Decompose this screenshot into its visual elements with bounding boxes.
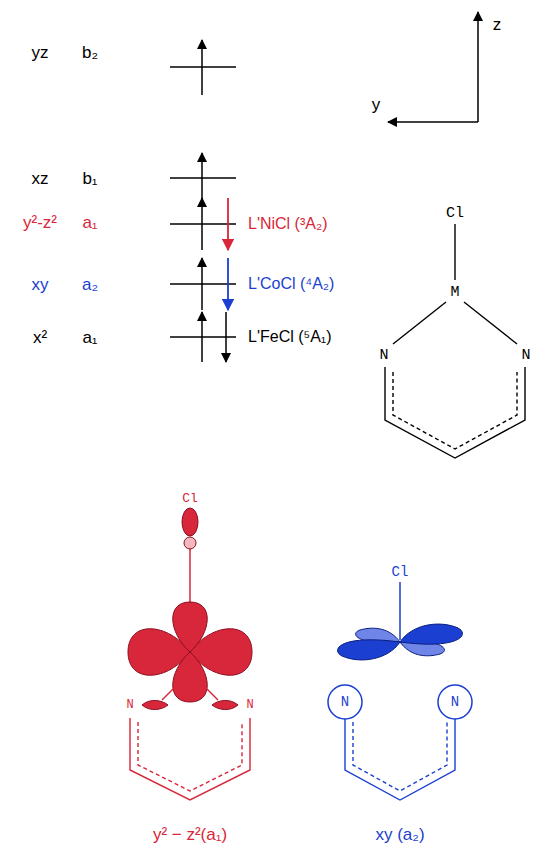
orbital-name: xy [32, 276, 49, 293]
axis-label: y [372, 96, 381, 113]
atom-label: N [521, 348, 530, 363]
atom-label: N [126, 699, 133, 711]
atom-label: Cl [392, 565, 409, 579]
orbital-name: y²-z² [23, 214, 57, 231]
orbital-caption: y² − z²(a₁) [153, 826, 227, 843]
spin-arrow [227, 198, 229, 250]
spin-arrows [202, 40, 226, 362]
orbital-name: x² [33, 329, 47, 346]
energy-levels [170, 67, 236, 337]
orbital-name: yz [32, 44, 49, 61]
symmetry-label: b₁ [82, 170, 97, 187]
complex-label: L'CoCl (⁴A₂) [248, 276, 334, 292]
dyz-orbital [128, 508, 252, 800]
symmetry-label: a₂ [82, 276, 98, 293]
atom-label: M [450, 285, 459, 300]
symmetry-label: a₁ [82, 329, 97, 346]
atom-label: N [451, 695, 459, 709]
orbital-caption: xy (a₂) [375, 826, 424, 843]
spin-arrow [227, 258, 229, 310]
atom-label: N [341, 695, 349, 709]
atom-label: N [379, 348, 388, 363]
complex-label: L'NiCl (³A₂) [248, 216, 327, 232]
complex-label: L'FeCl (⁵A₁) [248, 329, 332, 345]
atom-label: Cl [446, 206, 464, 221]
complex-structure [385, 224, 525, 458]
atom-label: Cl [182, 492, 198, 505]
orbital-name: xz [32, 170, 49, 187]
symmetry-label: a₁ [82, 214, 97, 231]
axis-label: z [493, 16, 502, 33]
atom-label: N [246, 699, 253, 711]
symmetry-label: b₂ [82, 44, 98, 61]
axes [388, 12, 478, 122]
dxy-orbital [328, 582, 472, 800]
